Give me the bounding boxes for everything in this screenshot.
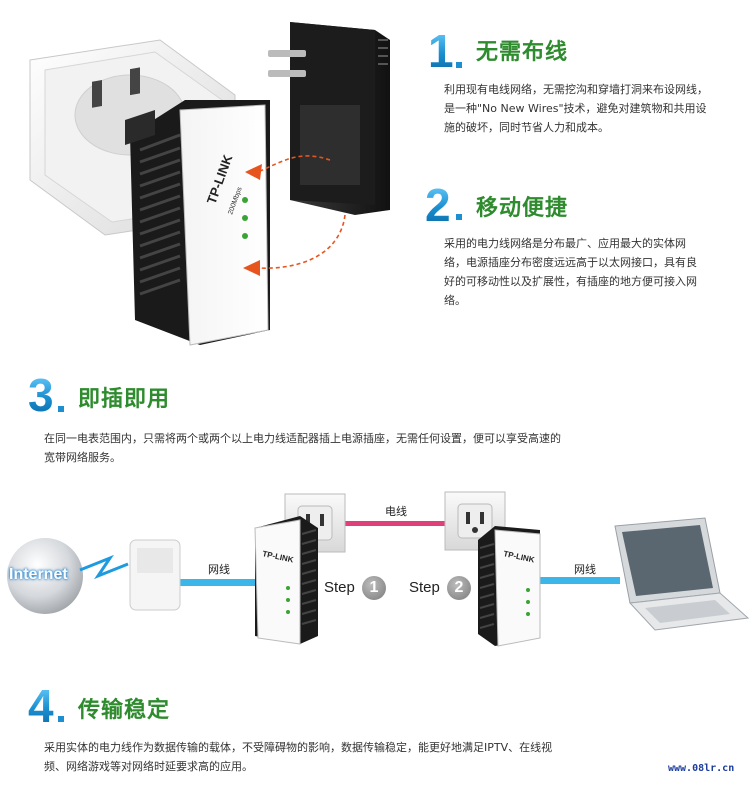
cable-right-label: 网线 — [574, 563, 596, 576]
feature-4-number: 4 — [28, 680, 54, 732]
feature-3-line: 宽带网络服务。 — [44, 451, 121, 464]
feature-2-line: 络，电源插座分布密度远远高于以太网接口，具有良 — [444, 256, 697, 269]
cable-left — [180, 579, 255, 586]
step-1-label: Step — [324, 579, 355, 596]
feature-4-line: 采用实体的电力线作为数据传输的载体，不受障碍物的影响，数据传输稳定，能更好地满足… — [44, 741, 553, 754]
step-1-badge: 1 — [362, 576, 386, 600]
feature-3-line: 在同一电表范围内，只需将两个或两个以上电力线适配器插上电源插座，无需任何设置，便… — [44, 432, 561, 445]
feature-3-number: 3 — [28, 369, 54, 421]
feature-4-line: 频、网络游戏等对网络时延要求高的应用。 — [44, 760, 253, 773]
feature-2-line: 络。 — [444, 294, 466, 307]
feature-2-number: 2 — [425, 179, 451, 231]
wall-socket-icon — [444, 491, 506, 551]
internet-globe-icon — [7, 538, 83, 614]
feature-3-dot — [58, 406, 64, 412]
step-2-label: Step — [409, 579, 440, 596]
feature-1-dot — [456, 62, 462, 68]
feature-3-title: 即插即用 — [78, 387, 171, 412]
feature-2-title: 移动便捷 — [476, 196, 569, 221]
feature-2-line: 采用的电力线网络是分布最广、应用最大的实体网 — [444, 237, 686, 250]
feature-1-line: 利用现有电线网络，无需挖沟和穿墙打洞来布设网线， — [444, 83, 708, 96]
feature-4-dot — [58, 716, 64, 722]
feature-1-line: 施的破坏，同时节省人力和成本。 — [444, 121, 609, 134]
modem-icon — [129, 539, 181, 611]
cable-right — [540, 577, 620, 584]
feature-4-description: 采用实体的电力线作为数据传输的载体，不受障碍物的影响，数据传输稳定，能更好地满足… — [44, 738, 644, 776]
feature-2-description: 采用的电力线网络是分布最广、应用最大的实体网 络，电源插座分布密度远远高于以太网… — [444, 234, 734, 310]
powerline-adapter-icon: TP-LINK — [478, 526, 541, 647]
step-2-badge: 2 — [447, 576, 471, 600]
feature-1-description: 利用现有电线网络，无需挖沟和穿墙打洞来布设网线， 是一种"No New Wire… — [444, 80, 744, 137]
power-line-label: 电线 — [385, 505, 407, 518]
laptop-icon — [614, 517, 750, 631]
feature-1-title: 无需布线 — [476, 40, 569, 65]
feature-4-title: 传输稳定 — [78, 698, 171, 723]
cable-left-label: 网线 — [208, 563, 230, 576]
feature-1-line: 是一种"No New Wires"技术，避免对建筑物和共用设 — [444, 102, 707, 115]
feature-3-description: 在同一电表范围内，只需将两个或两个以上电力线适配器插上电源插座，无需任何设置，便… — [44, 429, 664, 467]
network-diagram: TP-LINK TP-LINK — [7, 491, 750, 647]
power-line — [345, 521, 450, 526]
internet-label: Internet — [9, 566, 68, 583]
feature-2-dot — [456, 214, 462, 220]
watermark: www.08lr.cn — [668, 763, 735, 774]
feature-1-number: 1 — [428, 25, 454, 77]
adapter-plug-illustration: TP-LINK 200Mbps — [29, 22, 390, 346]
feature-2-line: 好的可移动性以及扩展性，有插座的地方便可接入网 — [444, 275, 697, 288]
powerline-adapter-icon: TP-LINK — [254, 516, 318, 645]
